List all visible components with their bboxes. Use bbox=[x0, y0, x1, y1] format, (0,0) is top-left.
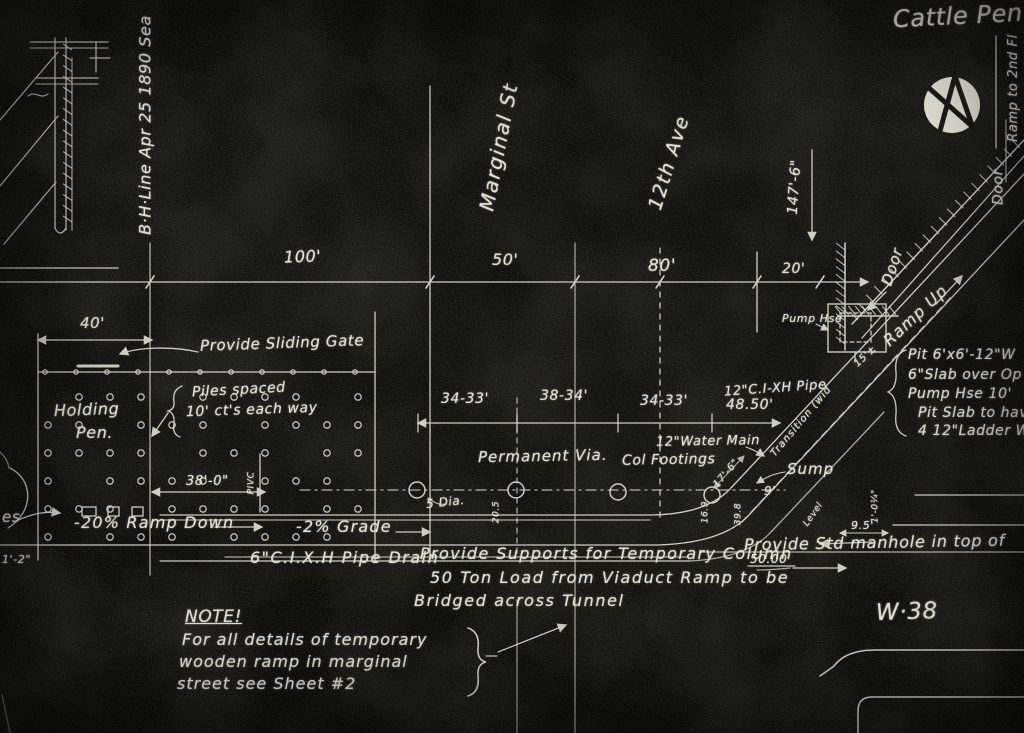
pump-hse-label: Pump Hse bbox=[782, 312, 843, 325]
supports-note-line2: 50 Ton Load from Viaduct Ramp to be bbox=[430, 568, 790, 587]
note-line2: wooden ramp in marginal bbox=[179, 652, 408, 671]
supports-note-line1: Provide Supports for Temporary Column bbox=[420, 544, 793, 563]
dim-9-5-label: 9.5' bbox=[851, 519, 874, 532]
dim-38-34-label: 38-34' bbox=[540, 388, 589, 404]
dim-38-0-label: 38'-0" bbox=[186, 474, 229, 489]
grade-label: -2% Grade bbox=[296, 517, 392, 536]
note-title: NOTE! bbox=[185, 607, 243, 627]
holding-pen-label-1: Holding bbox=[53, 398, 120, 421]
dim-1-2-label: 1'-2" bbox=[2, 553, 32, 566]
dim-100-label: 100' bbox=[283, 246, 322, 267]
pit-note-line2: 6"Slab over Op bbox=[908, 367, 1023, 383]
sump-label: Sump bbox=[787, 460, 835, 478]
es-fragment-label: es bbox=[2, 508, 21, 526]
elev-20-5-label: 20.5 bbox=[491, 500, 502, 524]
dim-40-label: 40' bbox=[80, 314, 106, 332]
pipe-drain-label: 6"C.I.X.H Pipe Drain bbox=[250, 548, 440, 567]
holding-pen-label-2: Pen. bbox=[76, 423, 114, 442]
water-main-label: 12"Water Main bbox=[655, 433, 761, 450]
door-upper-label: Door bbox=[990, 168, 1007, 206]
dim-9-label: 9' bbox=[764, 484, 777, 498]
note-line1: For all details of temporary bbox=[182, 630, 428, 649]
w38-label: W·38 bbox=[875, 597, 939, 627]
dim-20-label: 20' bbox=[782, 261, 806, 277]
dim-80-label: 80' bbox=[648, 256, 677, 276]
supports-note-line3: Bridged across Tunnel bbox=[414, 591, 625, 610]
elev-50-00-label: 50.00 bbox=[750, 552, 788, 566]
pit-note-line4: Pit Slab to hav bbox=[918, 405, 1024, 421]
dim-34-33-b-label: 34-33' bbox=[640, 393, 689, 409]
pit-note-line3: Pump Hse 10' bbox=[908, 386, 1013, 402]
ramp-to-2nd-fl-label: Ramp to 2nd Fl bbox=[1006, 34, 1022, 142]
dim-48-50-label: 48.50' bbox=[726, 397, 774, 413]
elev-16-9-label: 16.9 bbox=[700, 500, 711, 524]
dim-34-33-a-label: 34-33' bbox=[441, 391, 490, 407]
elev-39-8-label: 39.8 bbox=[733, 502, 744, 526]
dim-1-0-label: 1'-0¼" bbox=[870, 489, 881, 523]
bh-line-label: B·H·Line Apr 25 1890 Sea bbox=[135, 15, 155, 235]
pivc-label: PIVC bbox=[246, 471, 257, 495]
permanent-via-label: Permanent Via. bbox=[477, 445, 608, 467]
note-line3: street see Sheet #2 bbox=[177, 674, 357, 693]
pit-note-line5: 4 12"Ladder W bbox=[918, 423, 1024, 439]
col-footings-label: Col Footings bbox=[621, 451, 716, 469]
ramp-down-label: -20% Ramp Down bbox=[74, 513, 235, 532]
pit-note-line1: Pit 6'x6'-12"W bbox=[908, 347, 1016, 363]
dim-50-label: 50' bbox=[492, 250, 519, 269]
